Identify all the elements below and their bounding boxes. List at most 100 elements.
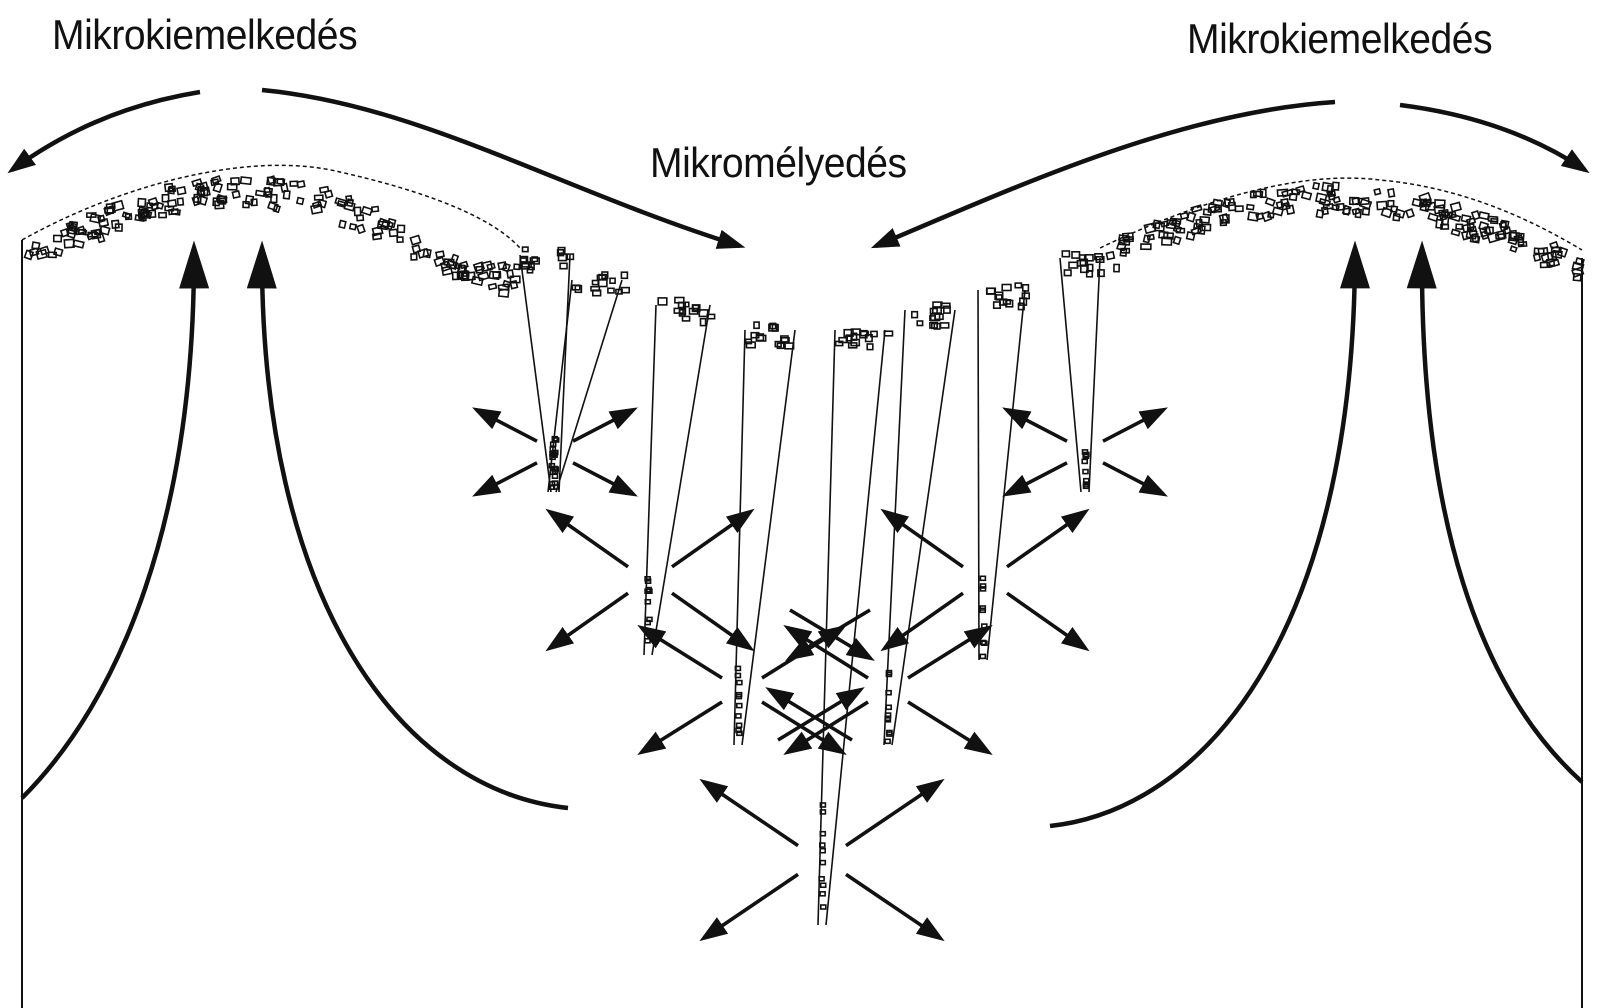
gravel-particle	[25, 250, 34, 259]
gravel-particle	[1273, 207, 1283, 215]
stress-arrow	[1007, 463, 1067, 494]
gravel-particle	[472, 277, 483, 286]
stress-arrow	[1007, 593, 1085, 648]
gravel-particle	[980, 576, 985, 580]
gravel-particle	[1374, 189, 1380, 195]
gravel-particle	[159, 213, 166, 218]
gravel-particle	[411, 254, 417, 260]
stress-arrow	[550, 593, 628, 648]
gravel-particle	[1472, 211, 1480, 220]
crack-wall	[978, 290, 979, 660]
gravel-particle	[434, 257, 444, 266]
top-arrow-right-to-center	[876, 102, 1335, 246]
gravel-particle	[1187, 232, 1195, 240]
stress-arrow	[642, 702, 722, 752]
gravel-particle	[737, 731, 742, 735]
gravel-particle	[1235, 206, 1243, 211]
gravel-particle	[1393, 214, 1400, 221]
gravel-particle	[510, 281, 517, 289]
gravel-particle	[1290, 194, 1297, 200]
gravel-particle	[1002, 285, 1011, 291]
crack-wall	[987, 290, 1025, 660]
gravel-particle	[1082, 459, 1087, 463]
gravel-particle	[981, 584, 986, 588]
gravel-particle	[320, 187, 329, 193]
gravel-particle	[912, 312, 918, 318]
gravel-particle	[410, 236, 420, 245]
label-left-microrise: Mikrokiemelkedés	[52, 14, 357, 56]
gravel-particle	[982, 641, 987, 645]
gravel-particle	[398, 225, 405, 232]
gravel-particle	[1436, 220, 1443, 228]
gravel-particle	[1461, 215, 1470, 222]
gravel-particle	[397, 237, 403, 242]
gravel-particle	[683, 316, 690, 321]
gravel-particle	[1106, 252, 1114, 260]
gravel-particle	[1062, 251, 1069, 257]
stress-arrow	[573, 463, 633, 494]
gravel-particle	[177, 187, 186, 195]
gravel-particle	[1329, 195, 1334, 200]
gravel-particle	[389, 229, 397, 236]
stress-arrow	[885, 593, 963, 648]
gravel-particle	[1388, 189, 1394, 197]
gravel-particle	[1388, 201, 1394, 207]
gravel-particle	[1452, 230, 1460, 236]
gravel-particle	[373, 227, 383, 236]
gravel-particle	[1500, 222, 1506, 228]
gravel-particle	[362, 207, 372, 215]
gravel-particle	[355, 207, 361, 215]
gravel-particle	[1281, 199, 1288, 206]
gravel-particle	[821, 883, 826, 887]
crack-wall	[826, 330, 885, 925]
gravel-particle	[941, 323, 949, 328]
gravel-particle	[980, 654, 985, 658]
gravel-particle	[1069, 262, 1078, 268]
gravel-particle	[560, 263, 567, 268]
gravel-particle	[1015, 283, 1021, 288]
gravel-particle	[658, 298, 667, 305]
crack-wall	[652, 305, 710, 655]
gravel-particle	[297, 198, 304, 205]
stress-arrow	[642, 628, 722, 678]
gravel-particle	[251, 199, 257, 205]
gravel-particle	[126, 214, 132, 219]
gravel-particle	[820, 861, 825, 865]
stress-arrow	[846, 874, 940, 938]
gravel-particle	[64, 239, 74, 247]
gravel-particle	[593, 281, 599, 285]
stress-arrow	[1103, 410, 1163, 441]
gravel-particle	[1072, 252, 1080, 258]
gravel-particle	[917, 321, 922, 326]
gravel-particle	[1363, 209, 1370, 215]
gravel-particle	[350, 224, 356, 230]
gravel-particle	[498, 262, 506, 269]
crack-wall	[556, 280, 622, 492]
gravel-particle	[684, 302, 689, 306]
gravel-particle	[1148, 235, 1154, 240]
gravel-particle	[645, 639, 650, 643]
gravel-particle	[1343, 208, 1349, 214]
crack-wall	[1060, 258, 1081, 492]
gravel-particle	[885, 739, 890, 743]
gravel-particle	[675, 298, 684, 303]
flow-arrow-right-outer	[1422, 250, 1582, 782]
gravel-particle	[1080, 255, 1085, 260]
gravel-particle	[1406, 209, 1414, 217]
gravel-particle	[737, 681, 742, 685]
gravel-particle	[357, 215, 364, 221]
stress-arrow	[1103, 463, 1163, 494]
gravel-particle	[138, 199, 146, 207]
gravel-particle	[867, 344, 873, 350]
gravel-particle	[290, 181, 297, 186]
gravel-particle	[1302, 192, 1312, 200]
gravel-particle	[54, 235, 62, 241]
gravel-particles	[25, 176, 1584, 909]
gravel-particle	[232, 191, 239, 198]
gravel-particle	[820, 892, 825, 896]
gravel-particle	[1576, 258, 1584, 265]
gravel-particle	[357, 225, 365, 234]
stress-arrow	[550, 512, 628, 567]
gravel-particle	[99, 219, 108, 227]
gravel-particle	[311, 205, 322, 214]
